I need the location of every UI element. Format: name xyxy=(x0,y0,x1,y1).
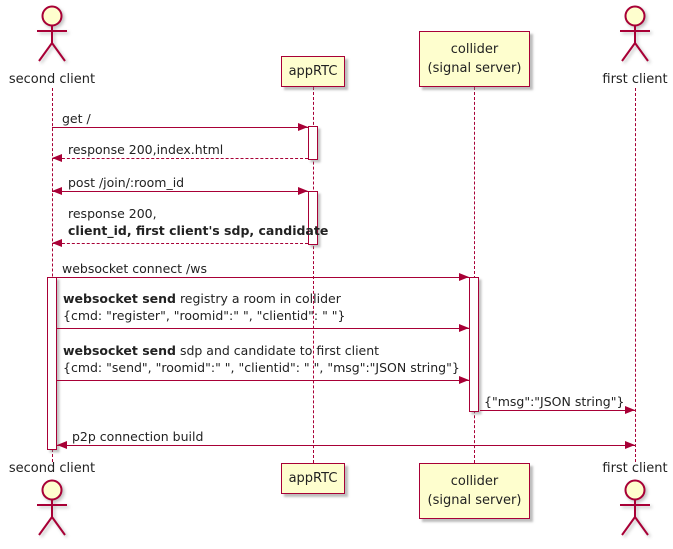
message-label-response-index: response 200,index.html xyxy=(68,142,224,157)
lifeline-second-client xyxy=(52,88,53,462)
message-line-1: websocket send sdp and candidate to firs… xyxy=(63,343,380,358)
arrowhead-right-icon xyxy=(298,187,308,195)
message-line-2: client_id, first client's sdp, candidate xyxy=(68,223,329,238)
lifeline-collider xyxy=(474,87,475,463)
activation-bar-apprtc-1 xyxy=(308,126,318,160)
message-label-get: get / xyxy=(62,111,91,126)
actor-label-second-client-bottom: second client xyxy=(8,461,96,476)
message-label-ws-connect: websocket connect /ws xyxy=(62,261,207,276)
participant-label-collider-line1: collider xyxy=(450,474,499,489)
arrowhead-right-icon xyxy=(459,324,469,332)
message-arrow-response-index xyxy=(52,158,308,159)
activation-bar-collider xyxy=(469,277,479,412)
participant-box-collider-top: collider (signal server) xyxy=(419,31,530,87)
activation-bar-second-client xyxy=(47,277,57,450)
lifeline-first-client xyxy=(635,88,636,462)
message-label-ws-send: websocket send sdp and candidate to firs… xyxy=(63,342,460,376)
message-arrow-msg-json xyxy=(480,410,635,411)
arrowhead-right-icon xyxy=(459,273,469,281)
message-arrow-get xyxy=(52,127,308,128)
activation-bar-apprtc-2 xyxy=(308,191,318,245)
participant-label-apprtc: appRTC xyxy=(288,64,338,79)
message-arrow-ws-register xyxy=(57,328,469,329)
arrowhead-right-icon xyxy=(298,123,308,131)
message-label-response-join: response 200, client_id, first client's … xyxy=(68,205,328,239)
stick-figure-icon xyxy=(620,479,650,536)
arrowhead-right-icon xyxy=(625,406,635,414)
message-arrow-ws-connect xyxy=(52,277,469,278)
arrowhead-left-icon xyxy=(52,187,62,195)
message-arrow-post-join xyxy=(52,191,308,192)
message-line-2: {cmd: "send", "roomid":" ", "clientid": … xyxy=(63,360,460,375)
participant-label-apprtc: appRTC xyxy=(288,471,338,486)
stick-figure-icon xyxy=(37,479,67,536)
stick-figure-icon xyxy=(620,5,650,62)
message-arrow-p2p xyxy=(57,445,635,446)
actor-label-first-client-bottom: first client xyxy=(602,461,668,476)
actor-label-first-client-top: first client xyxy=(602,72,668,87)
participant-box-apprtc-top: appRTC xyxy=(281,56,345,87)
participant-box-apprtc-bottom: appRTC xyxy=(281,463,345,494)
message-line-1: response 200, xyxy=(68,206,157,221)
message-label-p2p: p2p connection build xyxy=(72,429,204,444)
arrowhead-right-icon xyxy=(625,441,635,449)
participant-label-collider-line1: collider xyxy=(450,42,499,57)
lifeline-apprtc xyxy=(313,87,314,463)
message-arrow-response-join xyxy=(52,243,308,244)
stick-figure-icon xyxy=(37,5,67,62)
message-line-2: {cmd: "register", "roomid":" ", "clienti… xyxy=(63,308,346,323)
arrowhead-left-icon xyxy=(52,239,62,247)
message-label-msg-json: {"msg":"JSON string"} xyxy=(484,394,625,409)
message-label-ws-register: websocket send registry a room in collid… xyxy=(63,290,346,324)
participant-label-collider-line2: (signal server) xyxy=(427,61,522,76)
arrowhead-right-icon xyxy=(459,376,469,384)
arrowhead-left-icon xyxy=(52,154,62,162)
participant-label-collider-line2: (signal server) xyxy=(427,493,522,508)
participant-box-collider-bottom: collider (signal server) xyxy=(419,463,530,519)
actor-label-second-client-top: second client xyxy=(8,72,96,87)
message-label-post-join: post /join/:room_id xyxy=(68,175,185,190)
message-line-1: websocket send registry a room in collid… xyxy=(63,291,341,306)
arrowhead-left-icon xyxy=(57,441,67,449)
message-arrow-ws-send xyxy=(57,380,469,381)
